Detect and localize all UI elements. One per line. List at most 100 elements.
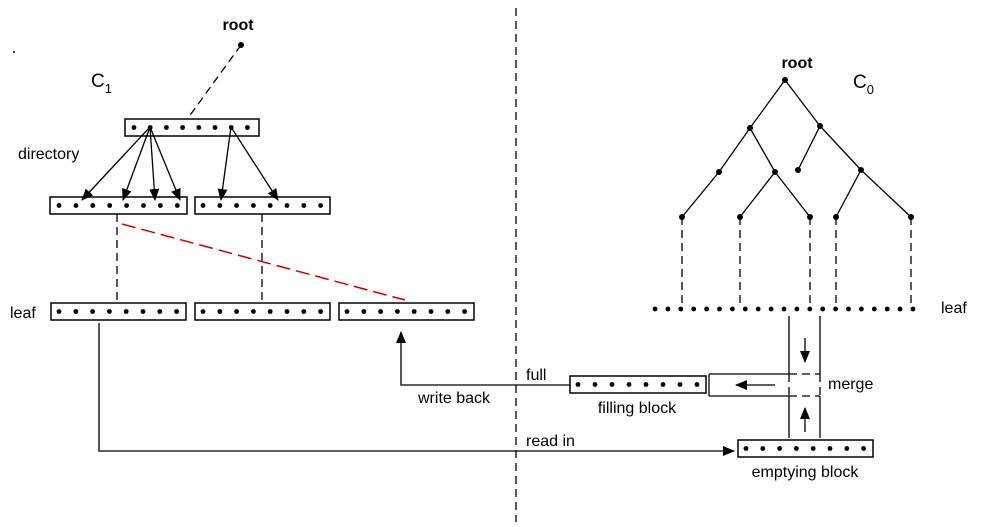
- record-dot: [318, 309, 323, 314]
- record-dot: [592, 382, 598, 387]
- write-back-label: write back: [417, 390, 491, 407]
- record-dot: [245, 125, 250, 130]
- record-dot: [428, 309, 434, 314]
- record-dot: [794, 306, 800, 312]
- record-dot: [678, 306, 684, 312]
- record-dot: [212, 125, 218, 130]
- record-dot: [807, 306, 813, 312]
- record-dot: [180, 125, 186, 130]
- record-dot: [884, 306, 890, 312]
- c0-nodes: [679, 77, 914, 220]
- leaf-label-left: leaf: [10, 305, 36, 322]
- record-dot: [90, 309, 95, 314]
- record-dot: [871, 306, 877, 312]
- record-dot: [124, 203, 129, 208]
- record-dot: [56, 309, 62, 314]
- record-dot: [897, 306, 903, 312]
- record-dot: [267, 309, 273, 314]
- record-dot: [717, 306, 722, 312]
- record-dot: [344, 309, 350, 314]
- record-dot: [861, 446, 866, 451]
- record-dot: [140, 309, 146, 314]
- record-dot: [575, 382, 581, 387]
- record-dot: [677, 382, 683, 387]
- directory-block-top: [124, 118, 260, 137]
- leaf-block-1: [50, 302, 187, 321]
- write-back-arrow: [396, 331, 570, 386]
- record-dot: [794, 446, 799, 451]
- c0-edges: [681, 79, 912, 218]
- c0-label: C0: [853, 72, 874, 97]
- record-dot: [859, 306, 864, 312]
- record-dot: [609, 382, 615, 387]
- record-dot: [694, 382, 700, 387]
- record-dot: [395, 309, 400, 314]
- read-in-arrow: [98, 323, 735, 456]
- record-dot: [777, 446, 782, 451]
- record-dot: [411, 309, 417, 314]
- new-leaf-connector: [121, 223, 406, 301]
- record-dot: [768, 306, 774, 312]
- record-dot: [730, 306, 735, 312]
- root-edge-left: [187, 44, 242, 119]
- record-dot: [810, 446, 816, 451]
- data-flow: full write back read in filling block em…: [98, 323, 874, 481]
- record-dot: [200, 309, 206, 314]
- record-dot: [251, 203, 256, 208]
- leaf-label-right: leaf: [941, 300, 967, 317]
- record-dot: [234, 309, 240, 314]
- record-dot: [123, 309, 129, 314]
- record-dot: [643, 382, 649, 387]
- record-dot: [760, 446, 766, 451]
- record-dot: [73, 203, 79, 208]
- record-dot: [691, 306, 697, 312]
- record-dot: [200, 203, 206, 208]
- record-dot: [846, 306, 851, 312]
- record-dot: [704, 306, 709, 312]
- record-dot: [445, 309, 451, 314]
- emptying-block: [737, 439, 874, 458]
- merge-label: merge: [828, 376, 873, 393]
- record-dot: [743, 446, 749, 451]
- read-in-label: read in: [526, 433, 575, 450]
- record-dot: [107, 309, 112, 314]
- record-dot: [652, 306, 658, 312]
- c0-leaf-row: [652, 306, 916, 312]
- emptying-block-label: emptying block: [752, 464, 860, 481]
- record-dot: [217, 203, 223, 208]
- record-dot: [378, 309, 383, 314]
- record-dot: [234, 203, 240, 208]
- merge-channel: merge: [708, 316, 873, 438]
- record-dot: [267, 203, 273, 208]
- record-dot: [301, 309, 307, 314]
- record-dot: [361, 309, 367, 314]
- record-dot: [665, 306, 671, 312]
- record-dot: [157, 309, 163, 314]
- record-dot: [141, 203, 146, 208]
- record-dot: [217, 309, 223, 314]
- record-dot: [174, 309, 180, 314]
- record-dot: [910, 306, 916, 312]
- record-dot: [742, 306, 748, 312]
- leaf-block-2: [194, 302, 331, 321]
- record-dot: [284, 309, 290, 314]
- directory-label: directory: [18, 146, 79, 163]
- record-dot: [131, 125, 137, 130]
- record-dot: [251, 309, 256, 314]
- record-dot: [90, 203, 96, 208]
- record-dot: [164, 125, 169, 130]
- record-dot: [318, 203, 323, 208]
- record-dot: [301, 203, 307, 208]
- record-dot: [56, 203, 62, 208]
- record-dot: [827, 446, 833, 451]
- record-dot: [158, 203, 163, 208]
- record-dot: [196, 125, 202, 130]
- record-dot: [781, 306, 787, 312]
- record-dot: [174, 203, 180, 208]
- directory-block-left: [49, 196, 188, 215]
- c0-tree: root C0: [652, 55, 967, 317]
- record-dot: [73, 309, 79, 314]
- c1-label: C1: [91, 71, 112, 96]
